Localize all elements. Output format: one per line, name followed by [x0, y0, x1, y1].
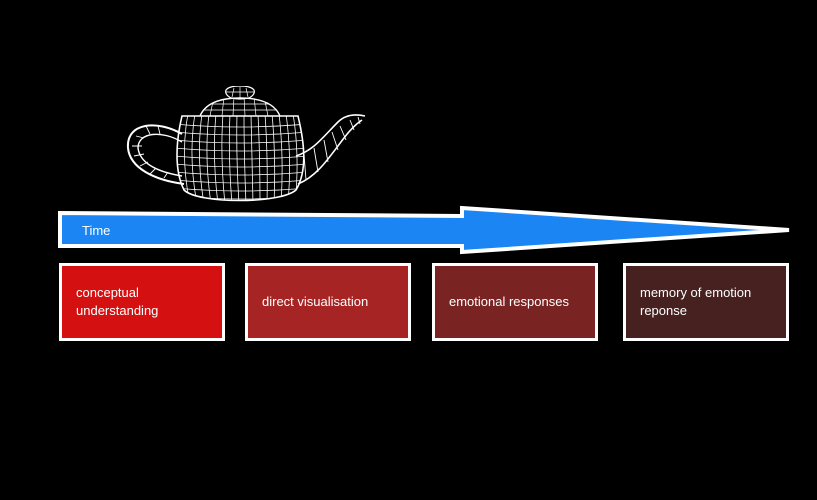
stage-box-memory-of-emotion-reponse: memory of emotion reponse	[623, 263, 789, 341]
stage-box-direct-visualisation: direct visualisation	[245, 263, 411, 341]
time-arrow-shape	[58, 205, 790, 255]
wireframe-teapot-icon	[126, 86, 366, 202]
stage-label: memory of emotion reponse	[640, 285, 752, 318]
stage-label: direct visualisation	[262, 294, 369, 309]
stage-box-conceptual-understanding: conceptual understanding	[59, 263, 225, 341]
stage-label: conceptual understanding	[76, 285, 159, 318]
stage-box-emotional-responses: emotional responses	[432, 263, 598, 341]
stage-label: emotional responses	[449, 294, 569, 309]
time-arrow-label: Time	[82, 223, 111, 238]
